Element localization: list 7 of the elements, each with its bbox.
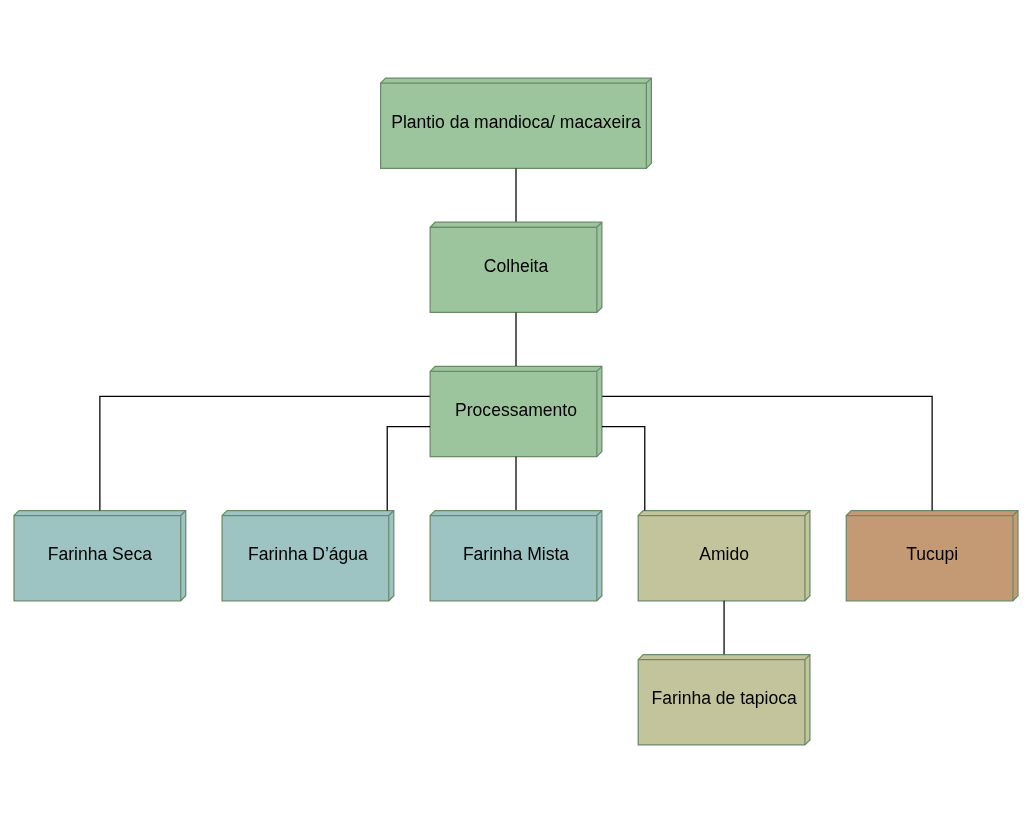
connector [514,311,517,367]
connector [600,425,645,512]
connector [722,600,725,655]
connector [514,456,517,511]
connector [98,395,430,512]
connector [386,425,431,512]
connector [601,395,933,512]
